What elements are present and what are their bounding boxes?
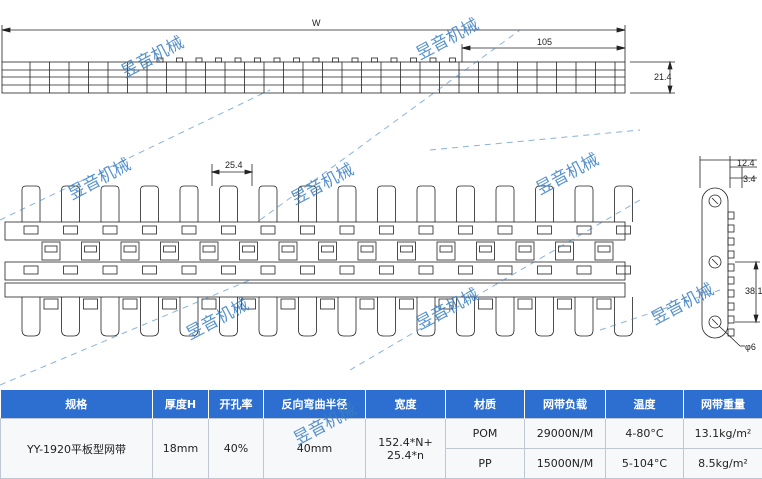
watermark-8: 昱音机械 [648,280,717,330]
dim-105-label: 105 [537,37,552,47]
header-width: 宽度 [366,390,446,419]
dim-38-1-label: 38.1 [745,286,762,296]
cell-width: 152.4*N+ 25.4*n [366,419,446,479]
cell-open-area: 40% [209,419,264,479]
dim-pitch-label: 25.4 [225,160,243,170]
side-view [700,156,760,346]
cell-temp: 4-80°C [606,419,684,449]
header-temperature: 温度 [606,390,684,419]
watermark-3: 昱音机械 [65,155,134,205]
header-open-area: 开孔率 [209,390,264,419]
table-header-row: 规格 厚度H 开孔率 反向弯曲半径 宽度 材质 网带负载 温度 网带重量 [1,390,762,419]
watermark-2: 昱音机械 [413,15,482,65]
technical-drawing: W 105 21.4 25.4 12.4 3.4 38.1 φ6 昱音机械 昱音… [0,0,762,390]
cell-weight: 8.5kg/m² [684,449,762,479]
dim-hole-label: φ6 [745,342,756,352]
dim-12-4-label: 12.4 [737,158,755,168]
watermark-6: 昱音机械 [183,295,252,345]
table-row: YY-1920平板型网带 18mm 40% 40mm 152.4*N+ 25.4… [1,419,762,449]
header-spec: 规格 [1,390,153,419]
cell-load: 15000N/M [525,449,606,479]
top-view [2,25,675,93]
cell-width-line2: 25.4*n [366,449,445,462]
cell-load: 29000N/M [525,419,606,449]
cell-temp: 5-104°C [606,449,684,479]
header-thickness: 厚度H [153,390,209,419]
cell-model: YY-1920平板型网带 [1,419,153,479]
cell-material: PP [446,449,525,479]
dim-3-4-label: 3.4 [743,174,756,184]
cell-thickness: 18mm [153,419,209,479]
watermark-5: 昱音机械 [533,150,602,200]
header-back-bend: 反向弯曲半径 [264,390,366,419]
spec-table: 规格 厚度H 开孔率 反向弯曲半径 宽度 材质 网带负载 温度 网带重量 YY-… [0,390,762,479]
cell-weight: 13.1kg/m² [684,419,762,449]
watermark-4: 昱音机械 [288,160,357,210]
header-weight: 网带重量 [684,390,762,419]
cell-material: POM [446,419,525,449]
dim-w-label: W [312,18,321,28]
header-load: 网带负载 [525,390,606,419]
dim-21-4-label: 21.4 [654,72,672,82]
header-material: 材质 [446,390,525,419]
cell-width-line1: 152.4*N+ [366,436,445,449]
watermark-7: 昱音机械 [413,285,482,335]
cell-back-bend: 40mm [264,419,366,479]
